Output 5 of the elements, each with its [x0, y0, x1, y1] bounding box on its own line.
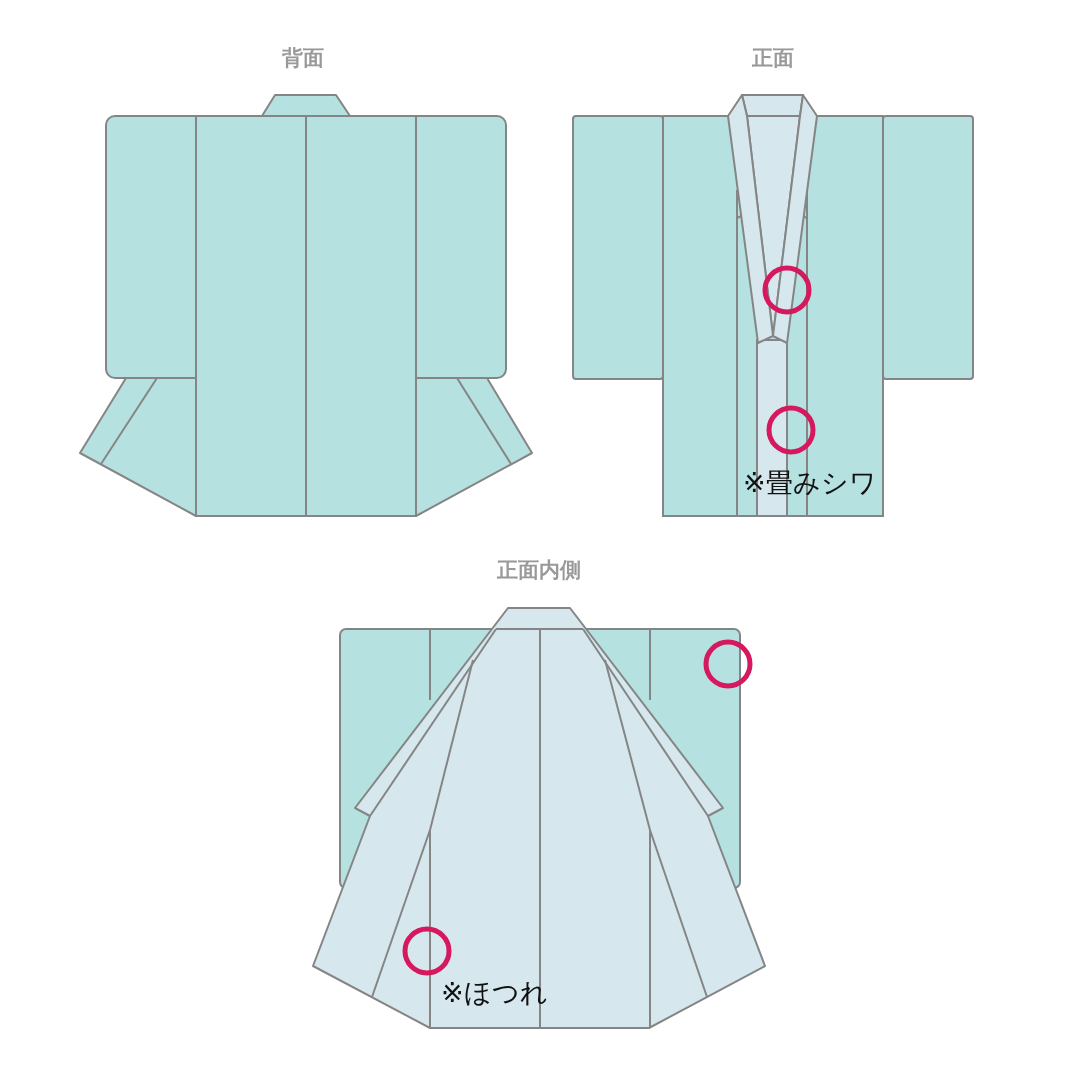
view-heading: 正面内側	[497, 560, 581, 581]
note-text: ※ほつれ	[441, 979, 548, 1006]
view-heading: 正面	[752, 48, 794, 69]
note-text: ※畳みシワ	[743, 469, 877, 496]
view-heading: 背面	[282, 48, 324, 69]
